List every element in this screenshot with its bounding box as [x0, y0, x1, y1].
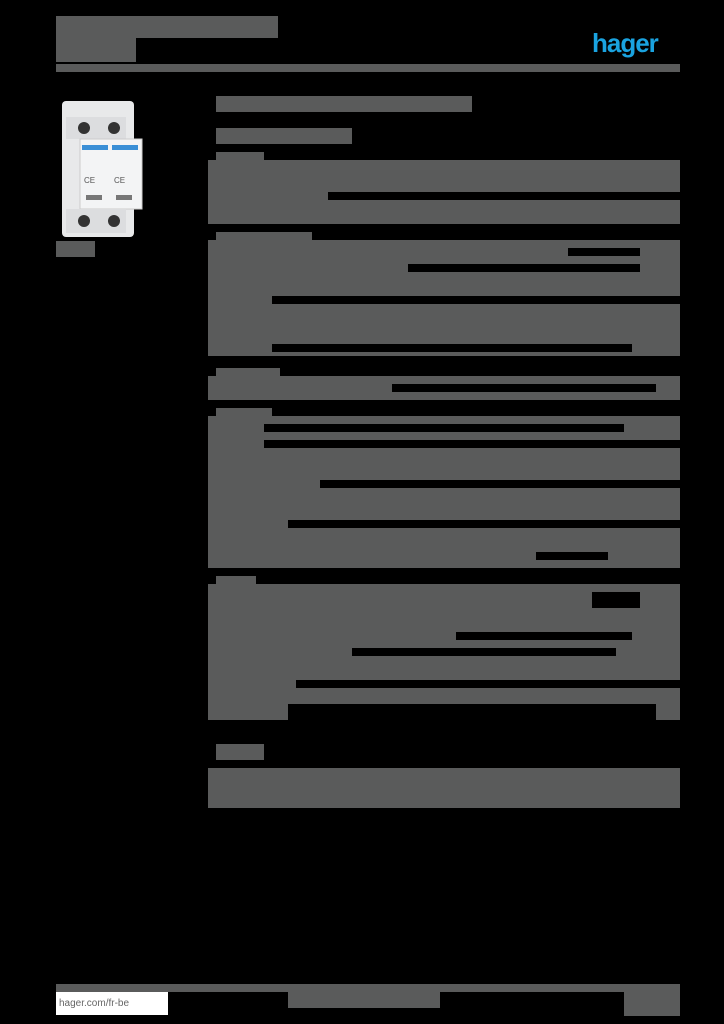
footer-page-redacted [624, 992, 680, 1016]
section-4-heading [216, 408, 272, 418]
product-image: CE CE [62, 101, 143, 237]
footer-url-link[interactable]: hager.com/fr-be [56, 992, 168, 1015]
section-6-heading [216, 744, 264, 760]
svg-text:CE: CE [84, 176, 95, 185]
section-1-heading [216, 152, 264, 162]
product-subtitle-redacted [216, 128, 352, 144]
section-4-table [208, 416, 680, 568]
section-5-heading [216, 576, 256, 586]
product-reference-redacted [56, 241, 95, 257]
section-6-table [208, 768, 680, 808]
svg-text:CE: CE [114, 176, 125, 185]
section-3-heading [216, 368, 280, 378]
footer-rule [56, 984, 680, 992]
hager-logo: hager [592, 28, 659, 58]
section-2-heading [216, 232, 312, 242]
product-title-redacted [216, 96, 472, 112]
document-title-redacted [56, 16, 278, 38]
document-subtitle-redacted [56, 38, 136, 62]
footer-center-redacted [288, 992, 440, 1008]
header-rule [56, 64, 680, 72]
